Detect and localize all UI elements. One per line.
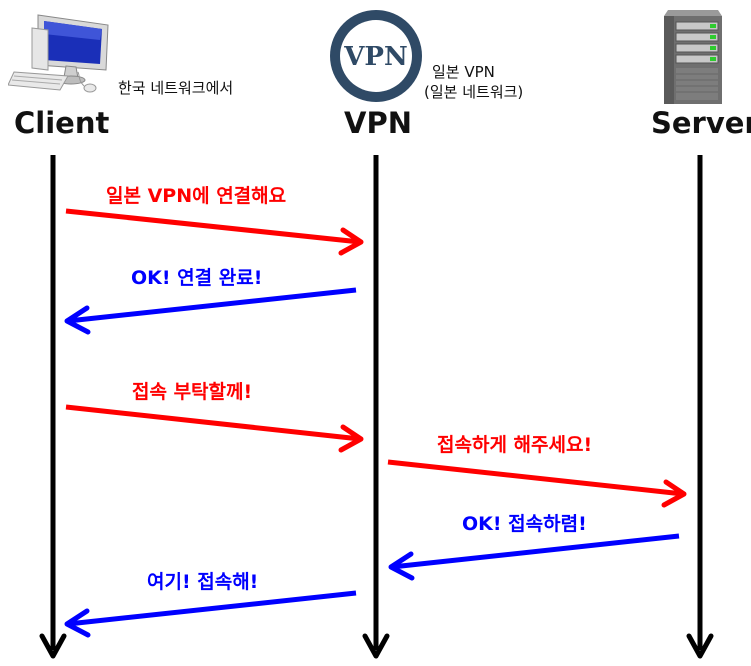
message-arrow-m5 — [388, 533, 680, 581]
desktop-computer-icon — [8, 14, 109, 93]
message-label-m1: 일본 VPN에 연결해요 — [106, 185, 287, 207]
message-label-m2: OK! 연결 완료! — [131, 267, 263, 289]
vpn-note-line2: (일본 네트워크) — [424, 83, 524, 101]
message-label-m4: 접속하게 해주세요! — [437, 434, 593, 456]
vpn-badge-icon: VPN — [330, 10, 422, 102]
server-title: Server — [651, 106, 751, 140]
client-title: Client — [14, 106, 110, 140]
client-note: 한국 네트워크에서 — [118, 79, 234, 97]
vpn-logo-text: VPN — [343, 42, 408, 72]
server-tower-icon — [664, 10, 722, 104]
vpn-note-line1: 일본 VPN — [432, 63, 495, 81]
message-arrow-m1 — [65, 208, 364, 256]
message-arrow-m3 — [65, 404, 364, 453]
message-label-m6: 여기! 접속해! — [147, 571, 259, 593]
message-arrow-m2 — [64, 287, 357, 335]
message-label-m5: OK! 접속하렴! — [462, 513, 587, 535]
server-lifeline-arrowhead — [686, 633, 714, 659]
client-lifeline-arrowhead — [39, 633, 67, 659]
message-arrow-m6 — [64, 590, 357, 638]
vpn-lifeline-arrowhead — [362, 633, 390, 659]
message-arrow-m4 — [387, 459, 687, 508]
vpn-title: VPN — [344, 106, 412, 140]
message-label-m3: 접속 부탁할께! — [132, 381, 253, 403]
